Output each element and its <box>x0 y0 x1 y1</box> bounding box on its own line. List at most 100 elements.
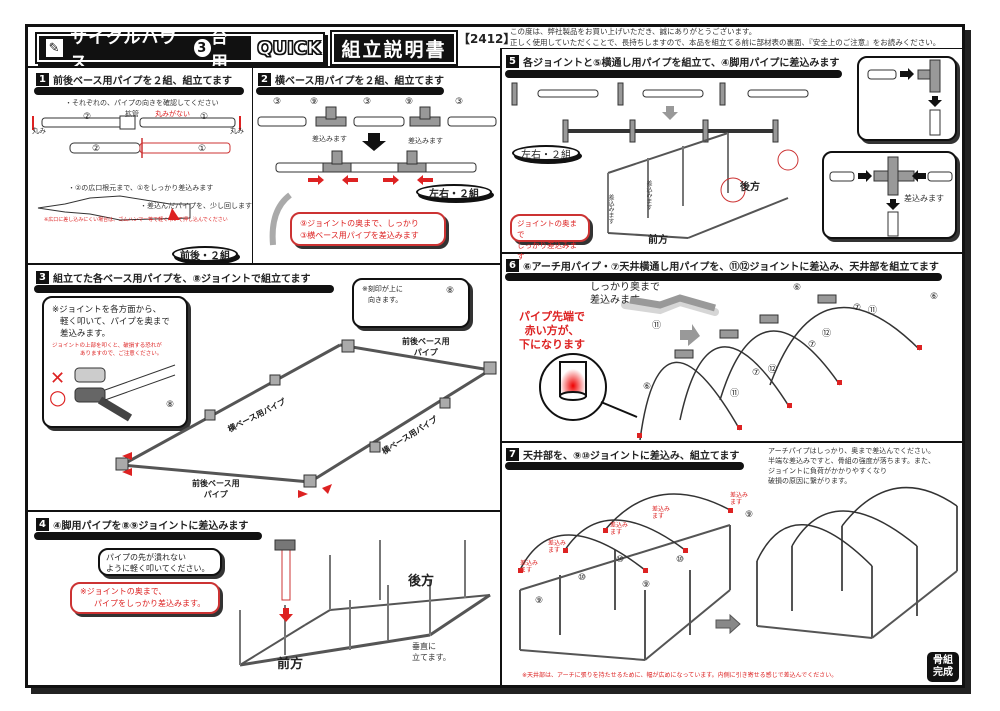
wrong-mark-icon: ✕ <box>50 368 66 389</box>
correct-mark-icon: ○ <box>49 385 67 409</box>
part-label: ⑪ <box>868 306 878 316</box>
part-label: ③ <box>363 97 372 107</box>
label-line: パイプ <box>413 348 438 357</box>
cross-pipe-diagram <box>511 82 809 239</box>
red-end-note: パイプ先端で 赤い方が、 下になります <box>512 310 592 352</box>
hammer-icon <box>274 539 296 551</box>
warning-line: ありますので、ご注意ください。 <box>80 351 163 357</box>
section-2-heading: 2 横ベース用パイプを２組、組立てます <box>258 72 444 87</box>
part-label: ② <box>83 112 92 122</box>
label-line: パイプ <box>203 490 228 499</box>
section-number: 2 <box>258 73 271 86</box>
insert-label-red: 差込みます <box>520 560 538 574</box>
divider <box>502 252 962 254</box>
capacity-number: 3 <box>193 39 211 57</box>
part-label: ⑧ <box>166 400 175 410</box>
label-line: ます <box>652 513 665 520</box>
note-line: 赤い方が、 <box>524 324 580 337</box>
section-number: 1 <box>36 73 49 86</box>
note-line: 差込みます。 <box>590 295 649 306</box>
tip-line: パイプの先が潰れない <box>106 553 186 562</box>
part-label: ⑦ <box>808 340 817 350</box>
part-label: ⑪ <box>730 389 740 399</box>
model-code: 【2412】 <box>458 32 516 46</box>
section-1-heading: 1 前後ベース用パイプを２組、組立てます <box>36 72 232 87</box>
label-line: 前後ベース用 <box>402 337 450 346</box>
part-label: ⑥ <box>793 283 802 293</box>
section-title: 前後ベース用パイプを２組、組立てます <box>53 76 232 87</box>
intro-line-1: この度は、弊社製品をお買い上げいただき、誠にありがとうございます。 <box>510 27 757 36</box>
front-back-2-sets-badge: 前後・２組 <box>172 246 238 262</box>
section-underline <box>505 273 942 281</box>
part-label: ⑨ <box>310 97 319 107</box>
label-line: 差込み <box>520 560 539 567</box>
label-line: 差込み <box>610 522 629 529</box>
part-label: ⑩ <box>616 555 625 565</box>
no-round-label: 丸みがない <box>155 110 190 118</box>
section-title: ④脚用パイプを⑧⑨ジョイントに差込みます <box>53 521 249 532</box>
note-line: アーチパイプはしっかり、奥まで差込んでください。 <box>768 447 935 455</box>
highlight-circle <box>720 177 746 203</box>
joint-10-detail-drawing <box>829 156 953 237</box>
warning-line: ジョイントの上部を叩くと、破損する恐れが <box>52 343 162 349</box>
divider <box>28 510 500 512</box>
part-label: ⑨ <box>745 510 754 520</box>
highlight-circle <box>777 149 799 171</box>
note-line: パイプ先端で <box>519 310 585 323</box>
part-label: ① <box>200 112 209 122</box>
section-underline <box>34 87 244 95</box>
part-label: ② <box>92 144 101 154</box>
part-label: ⑥ <box>643 382 652 392</box>
leg-pipe-red <box>281 544 291 601</box>
next-arrow-icon <box>715 613 741 635</box>
note-line: しっかり奥まで <box>590 282 660 293</box>
label-line: ます <box>520 567 533 574</box>
section-underline <box>505 462 744 470</box>
expanded-end <box>119 115 136 130</box>
callout-line: ジョイントの奥まで <box>517 219 577 239</box>
divider <box>28 66 502 68</box>
insert-label-red: 差込みます <box>548 540 566 554</box>
part-label: ⑩ <box>578 573 587 583</box>
divider <box>502 48 962 49</box>
part-label: ⑨ <box>535 596 544 606</box>
label-line: ます <box>610 529 623 536</box>
part-label: ⑦ <box>853 303 862 313</box>
down-arrow-icon <box>362 133 386 151</box>
arch-assembly-diagram <box>621 294 922 441</box>
section-underline <box>34 285 334 293</box>
insert-label-red: 差込みます <box>730 492 748 506</box>
left-right-2-sets-badge: 左右・２組 <box>416 184 492 200</box>
badge-line: 骨組 <box>933 655 953 666</box>
insert-arrow-icon <box>383 175 399 185</box>
part-label: ⑨ <box>642 580 651 590</box>
note-line: ジョイントに負荷がかかりやすくなり <box>768 467 887 475</box>
legs-diagram <box>239 539 491 667</box>
side-pipe-diagram <box>257 106 497 185</box>
insert-fully-note: しっかり奥まで 差込みます。 <box>590 281 660 307</box>
divider <box>252 66 253 264</box>
stamp-note-line: 向きます。 <box>368 296 403 304</box>
section-number: 5 <box>506 55 519 68</box>
pipe-1 <box>139 117 236 128</box>
front-label: 前方 <box>277 657 304 672</box>
callout-line: ※ジョイントの奥まで、 <box>80 587 167 596</box>
intro-text: この度は、弊社製品をお買い上げいただき、誠にありがとうございます。 正しく使用し… <box>510 26 940 48</box>
frame-complete-badge: 骨組 完成 <box>927 652 959 682</box>
tip-line: ※ジョイントを各方面から、 <box>52 305 162 315</box>
part-label: ③ <box>455 97 464 107</box>
tip-line: ように軽く叩いてください。 <box>106 564 210 573</box>
detail-insert-label: 差込みます <box>904 194 944 203</box>
down-arrow-icon <box>279 608 293 622</box>
rear-label: 後方 <box>740 182 760 193</box>
edition-label: QUICK <box>257 37 322 59</box>
orientation-note: ・それぞれの、パイプの向きを確認してください <box>65 99 219 107</box>
expanded-pipe-label: 拡管 <box>125 110 139 118</box>
section-number: 6 <box>506 259 519 272</box>
label-line: 差込み <box>548 540 567 547</box>
front-label: 前方 <box>648 235 668 246</box>
divider <box>500 48 502 688</box>
part-label: ⑦ <box>752 368 761 378</box>
round-label-right: 丸み <box>230 127 244 135</box>
insert-label-red: 差込みます <box>610 522 628 536</box>
